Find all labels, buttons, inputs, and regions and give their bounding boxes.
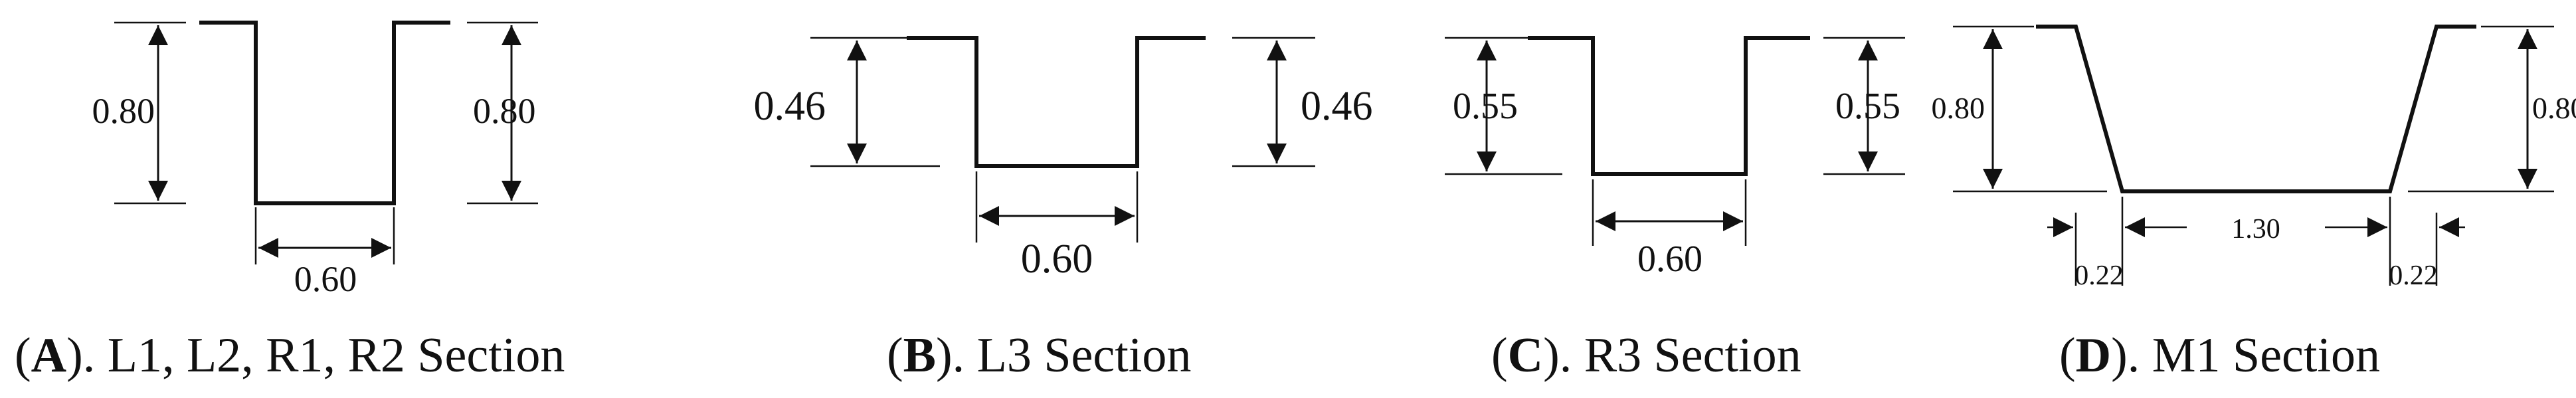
panel-b-caption: (B). L3 Section bbox=[887, 328, 1191, 383]
panel-c-left-dim-label: 0.55 bbox=[1453, 86, 1518, 127]
panel-d-caption: (D). M1 Section bbox=[2059, 328, 2380, 383]
panel-a-profile bbox=[199, 21, 450, 205]
panel-d: 0.80 0.80 1.30 0.22 0.22 (D). M bbox=[1932, 25, 2576, 383]
panel-a-right-dim-label: 0.80 bbox=[473, 91, 536, 131]
panel-c-left-dimension: 0.55 bbox=[1445, 37, 1562, 175]
panel-c-bottom-dim-label: 0.60 bbox=[1637, 239, 1702, 280]
panel-a-bottom-dimension: 0.60 bbox=[254, 207, 395, 299]
panel-b-left-dimension: 0.46 bbox=[754, 37, 940, 167]
panel-b-bottom-dimension: 0.60 bbox=[975, 171, 1139, 282]
panel-b-profile bbox=[907, 36, 1206, 168]
panel-c: 0.55 0.55 0.60 (C). R3 Section bbox=[1445, 36, 1905, 383]
panel-b-bottom-dim-label: 0.60 bbox=[1021, 237, 1093, 282]
panel-a-bottom-dim-label: 0.60 bbox=[294, 259, 357, 299]
panel-b-left-dim-label: 0.46 bbox=[754, 84, 826, 129]
panel-d-bottom-left-dim-label: 0.22 bbox=[2074, 260, 2124, 291]
panel-c-right-dim-label: 0.55 bbox=[1835, 86, 1900, 127]
panel-b-right-dim-label: 0.46 bbox=[1301, 84, 1373, 129]
panel-a-caption: (A). L1, L2, R1, R2 Section bbox=[15, 328, 565, 383]
panel-a-left-dim-label: 0.80 bbox=[92, 91, 155, 131]
panel-d-bottom-dimension: 1.30 0.22 0.22 bbox=[2047, 197, 2465, 291]
panel-c-right-dimension: 0.55 bbox=[1823, 37, 1905, 175]
panel-c-caption: (C). R3 Section bbox=[1491, 328, 1801, 383]
panel-d-right-dim-label: 0.80 bbox=[2532, 91, 2576, 125]
panel-b: 0.46 0.46 0.60 (B). L3 Section bbox=[754, 36, 1373, 383]
panel-a-left-dimension: 0.80 bbox=[92, 21, 186, 205]
panel-a: 0.80 0.80 0.60 (A). L1, L2, R1, R2 Secti… bbox=[15, 21, 565, 383]
panel-d-left-dim-label: 0.80 bbox=[1932, 91, 1985, 125]
panel-d-bottom-dim-label: 1.30 bbox=[2231, 214, 2280, 245]
panel-d-bottom-right-dim-label: 0.22 bbox=[2389, 260, 2438, 291]
panel-a-right-dimension: 0.80 bbox=[467, 21, 538, 205]
panel-b-right-dimension: 0.46 bbox=[1232, 37, 1373, 167]
panel-c-profile bbox=[1528, 36, 1810, 176]
panel-d-profile bbox=[2036, 25, 2476, 193]
panel-c-bottom-dimension: 0.60 bbox=[1592, 179, 1747, 280]
panel-d-left-dimension: 0.80 bbox=[1932, 25, 2107, 193]
panel-d-right-dimension: 0.80 bbox=[2408, 25, 2576, 193]
